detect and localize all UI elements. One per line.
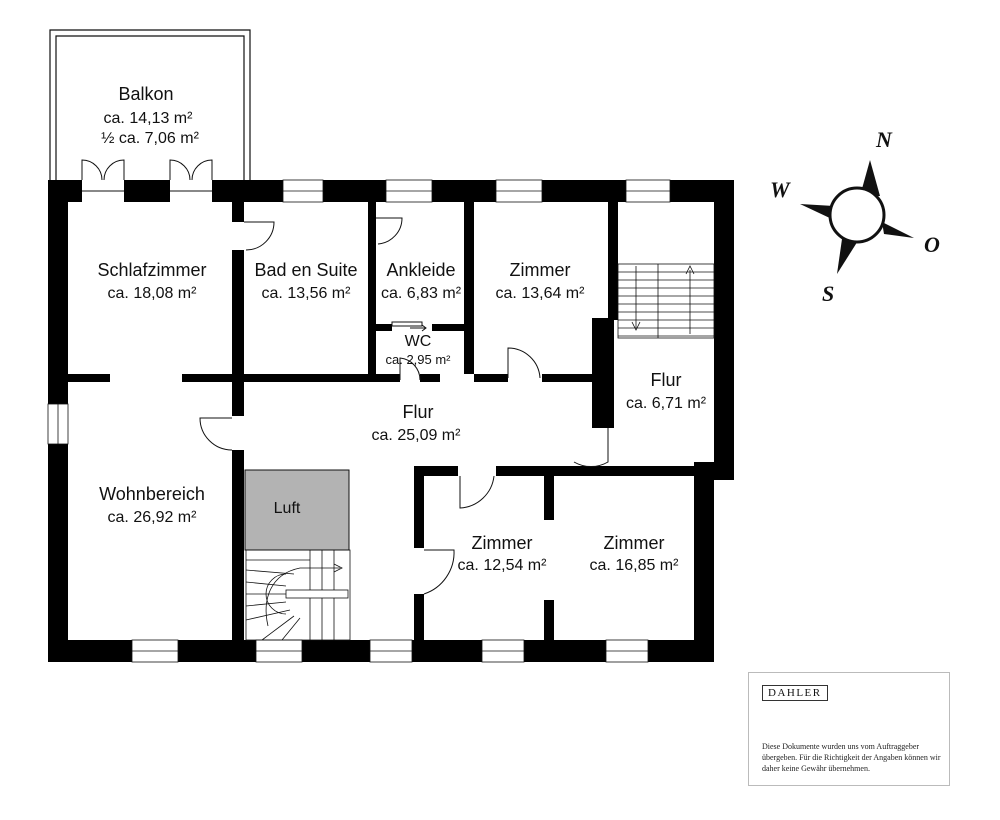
staircase-straight	[617, 263, 715, 339]
brand-logo: DAHLER	[762, 685, 828, 701]
staircase-winder	[245, 549, 351, 641]
room-area-wc: ca. 2,95 m²	[385, 352, 451, 367]
room-name-balkon: Balkon	[118, 84, 173, 104]
room-area-flur-east: ca. 6,71 m²	[626, 395, 707, 412]
outer-walls	[48, 180, 734, 662]
room-name-wohnbereich: Wohnbereich	[99, 484, 205, 504]
compass-w-label: W	[770, 177, 791, 202]
room-name-bad: Bad en Suite	[254, 260, 357, 280]
balcony-doors	[81, 159, 213, 202]
room-area-zimmer-s2: ca. 16,85 m²	[590, 557, 680, 574]
room-area-zimmer-s1: ca. 12,54 m²	[458, 557, 548, 574]
room-name-schlafzimmer: Schlafzimmer	[97, 260, 206, 280]
wc-sliding-door	[391, 321, 427, 332]
compass-o-label: O	[924, 232, 940, 257]
room-labels: Balkon ca. 14,13 m² ½ ca. 7,06 m² Schlaf…	[97, 84, 706, 574]
compass-n-label: N	[875, 127, 893, 152]
door-swings	[199, 217, 609, 595]
disclaimer-text: Diese Dokumente wurden uns vom Auftragge…	[762, 742, 941, 773]
room-area-ankleide: ca. 6,83 m²	[381, 285, 462, 302]
compass-needle-west	[800, 204, 834, 220]
room-area-wohnbereich: ca. 26,92 m²	[108, 509, 198, 526]
room-name-flur-east: Flur	[651, 370, 682, 390]
room-name-zimmer-ne: Zimmer	[510, 260, 571, 280]
room-name-wc: WC	[405, 333, 432, 350]
compass-s-label: S	[822, 281, 834, 306]
compass-circle	[828, 186, 886, 244]
room-name-luft: Luft	[274, 500, 301, 517]
room-name-ankleide: Ankleide	[386, 260, 455, 280]
room-name-zimmer-s2: Zimmer	[604, 533, 665, 553]
room-half-area-balkon: ½ ca. 7,06 m²	[101, 130, 199, 147]
room-area-schlafzimmer: ca. 18,08 m²	[108, 285, 198, 302]
room-area-bad: ca. 13,56 m²	[262, 285, 352, 302]
info-card: DAHLER Diese Dokumente wurden uns vom Au…	[748, 672, 950, 786]
room-area-balkon: ca. 14,13 m²	[104, 110, 194, 127]
room-area-flur-main: ca. 25,09 m²	[372, 427, 462, 444]
luft-shaft	[244, 469, 350, 551]
compass-rose: N O S W	[770, 127, 940, 306]
windows	[47, 179, 671, 663]
compass-needle-north	[860, 160, 880, 196]
room-area-zimmer-ne: ca. 13,64 m²	[496, 285, 586, 302]
room-name-zimmer-s1: Zimmer	[472, 533, 533, 553]
room-name-flur-main: Flur	[403, 402, 434, 422]
compass-needle-east	[882, 222, 914, 238]
interior-walls	[68, 200, 714, 660]
balcony	[49, 29, 251, 182]
